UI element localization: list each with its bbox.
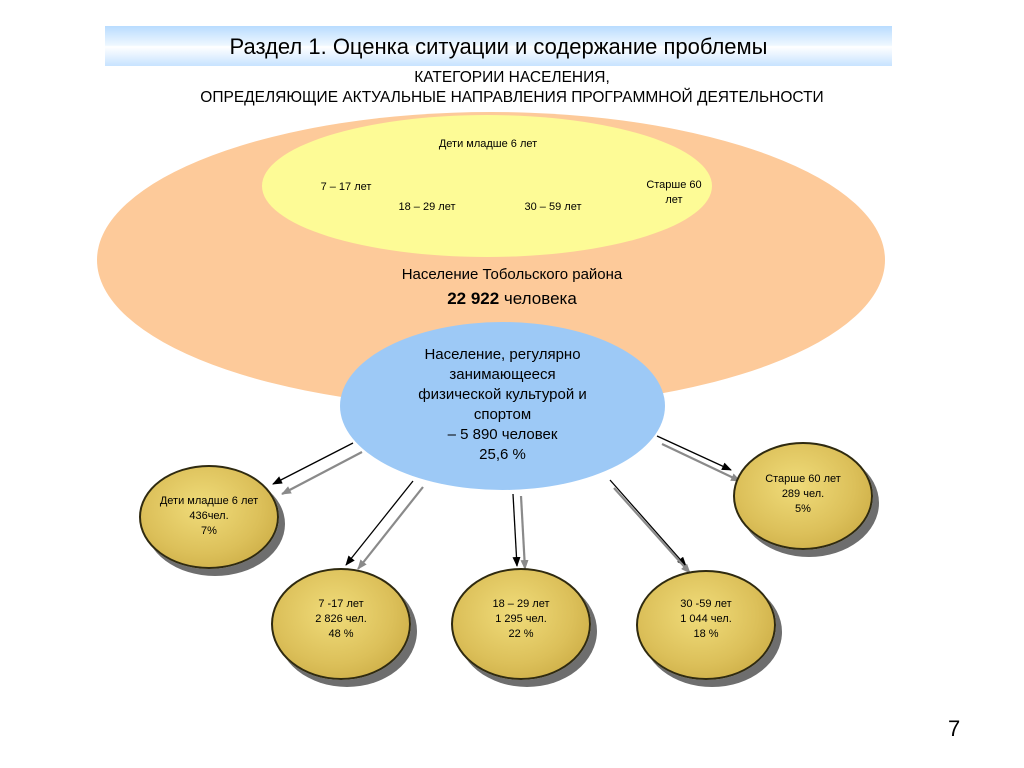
circle-age-18-29-text: 18 – 29 лет 1 295 чел. 22 % [453,597,589,642]
group-percent: 5% [795,503,811,515]
arrow-children-under-6 [272,442,354,485]
arrow-age-30-59 [609,479,687,567]
population-unit: человека [503,289,577,308]
label-age-18-29: 18 – 29 лет [398,201,456,213]
circle-age-7-17 [271,568,411,680]
sport-population-text: Население, регулярно занимающееся физиче… [355,345,650,465]
subtitle-line1: КАТЕГОРИИ НАСЕЛЕНИЯ, [414,69,610,86]
group-percent: 48 % [328,628,354,640]
circle-children-under-6 [139,465,279,569]
group-percent: 7% [201,525,217,537]
label-older-60-line2: лет [665,194,683,206]
circle-older-60-text: Старше 60 лет 289 чел. 5% [735,472,871,517]
age-categories-ellipse [262,115,712,257]
group-percent: 18 % [693,628,719,640]
label-older-60: Старше 60 лет [628,178,720,208]
circle-age-30-59 [636,570,776,680]
arrow-age-18-29-shadow [519,495,529,570]
label-older-60-line1: Старше 60 [646,179,702,191]
sport-line2: занимающееся [449,366,556,383]
group-count: 436чел. [189,510,229,522]
arrow-older-60-shadow [661,443,741,482]
group-count: 1 044 чел. [680,613,732,625]
group-count: 2 826 чел. [315,613,367,625]
circle-age-30-59-text: 30 -59 лет 1 044 чел. 18 % [638,597,774,642]
arrow-age-7-17-shadow [357,486,424,570]
group-percent: 22 % [508,628,534,640]
sport-population-ellipse [340,322,665,490]
circle-age-18-29 [451,568,591,680]
sport-line6: 25,6 % [479,446,526,463]
circle-children-under-6-text: Дети младше 6 лет 436чел. 7% [141,494,277,539]
group-name: Дети младше 6 лет [159,495,259,507]
subtitle-line2: ОПРЕДЕЛЯЮЩИЕ АКТУАЛЬНЫЕ НАПРАВЛЕНИЯ ПРОГ… [200,89,824,106]
population-total: 22 922 человека [0,289,1024,309]
group-name: 7 -17 лет [318,598,364,610]
label-children-under-6: Дети младше 6 лет [438,138,538,150]
group-name: 18 – 29 лет [492,598,550,610]
circle-age-7-17-text: 7 -17 лет 2 826 чел. 48 % [273,597,409,642]
title-bar: Раздел 1. Оценка ситуации и содержание п… [105,26,892,66]
page-number: 7 [948,716,961,741]
population-number: 22 922 [447,289,500,308]
sport-line4: спортом [473,406,532,423]
group-count: 289 чел. [781,488,825,500]
slide-title: Раздел 1. Оценка ситуации и содержание п… [229,34,768,59]
arrow-age-30-59-shadow [613,487,691,574]
sport-line3: физической культурой и [418,386,587,403]
group-name: 30 -59 лет [680,598,732,610]
population-label: Население Тобольского района [401,266,623,283]
arrow-older-60 [656,435,732,471]
circle-older-60 [733,442,873,550]
group-name: Старше 60 лет [765,473,841,485]
arrow-children-under-6-shadow [281,451,363,495]
label-age-30-59: 30 – 59 лет [524,201,582,213]
group-count: 1 295 чел. [495,613,547,625]
sport-line5: – 5 890 человек [447,426,558,443]
sport-line1: Население, регулярно [424,346,581,363]
arrow-age-18-29 [512,493,521,567]
label-age-7-17: 7 – 17 лет [320,181,372,193]
arrow-age-7-17 [345,480,414,566]
